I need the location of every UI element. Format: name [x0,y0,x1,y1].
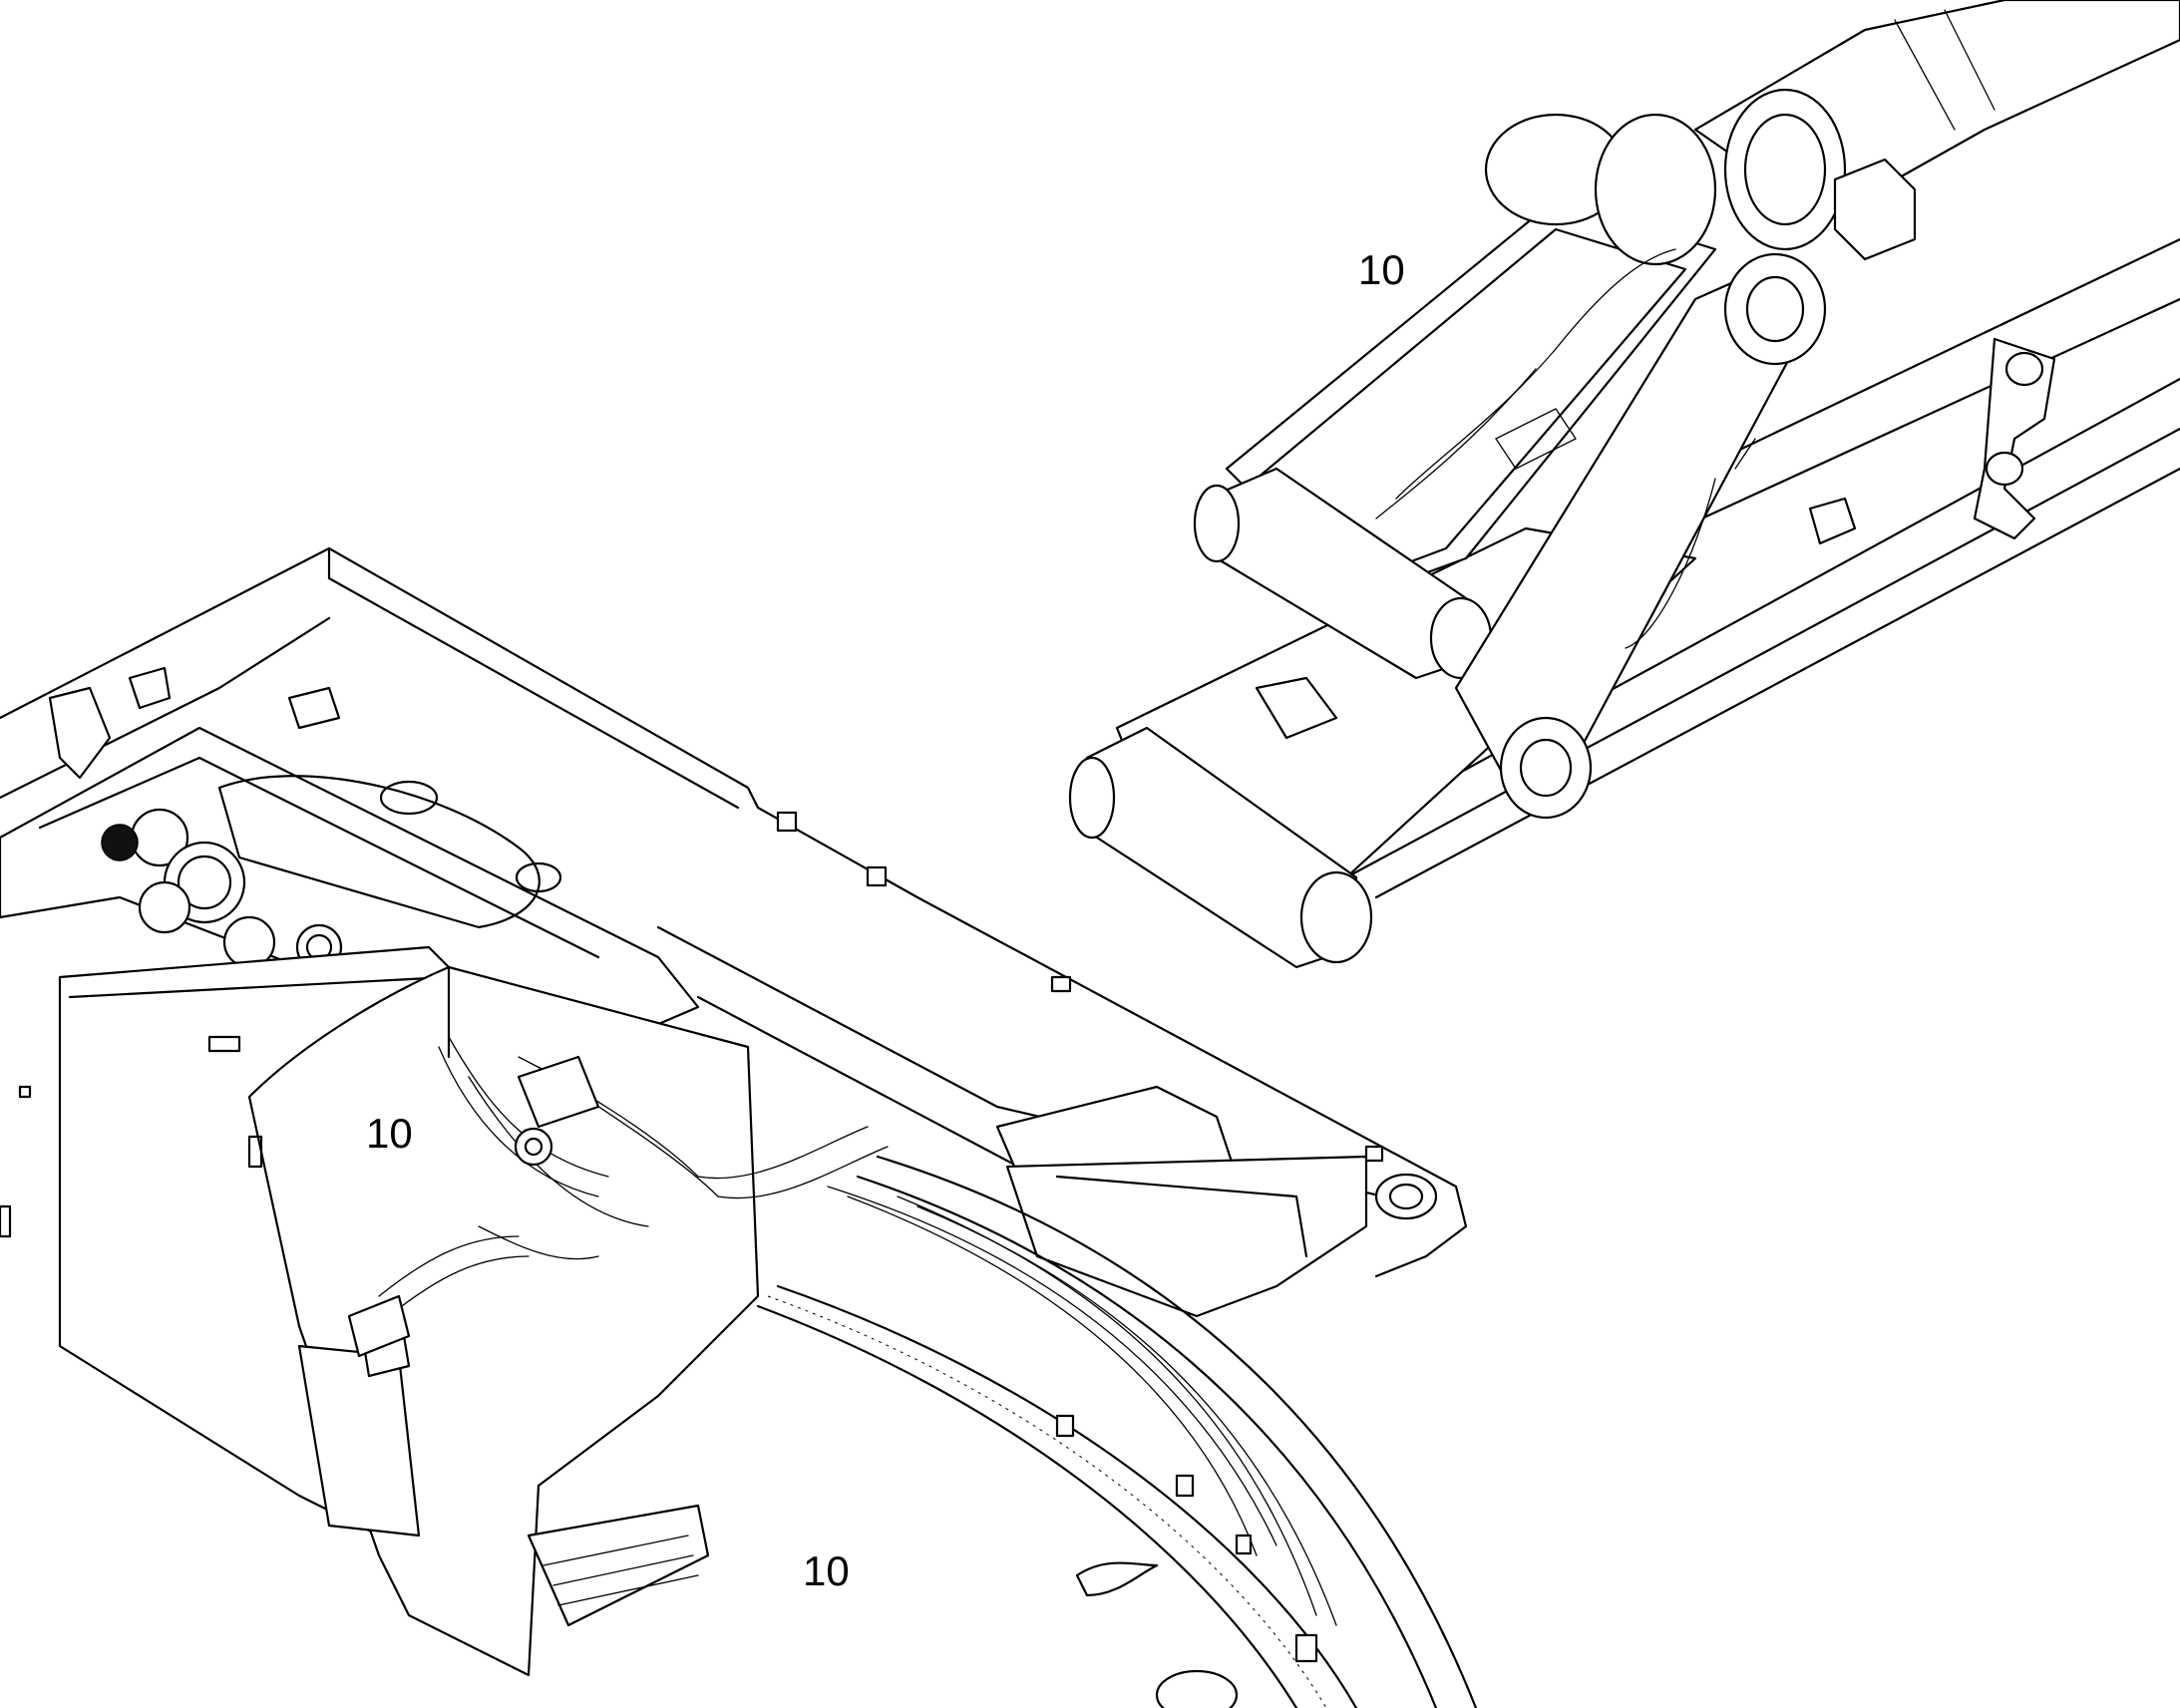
slewing-ring [756,1155,1478,1708]
turret-frame [0,546,1468,1677]
hose-harness [347,1036,889,1358]
boom-assembly [1068,0,2180,969]
callout-slewing-ring: 10 [803,1547,850,1594]
callout-boom-foot: 10 [1358,246,1405,293]
callout-turret: 10 [366,1110,413,1157]
